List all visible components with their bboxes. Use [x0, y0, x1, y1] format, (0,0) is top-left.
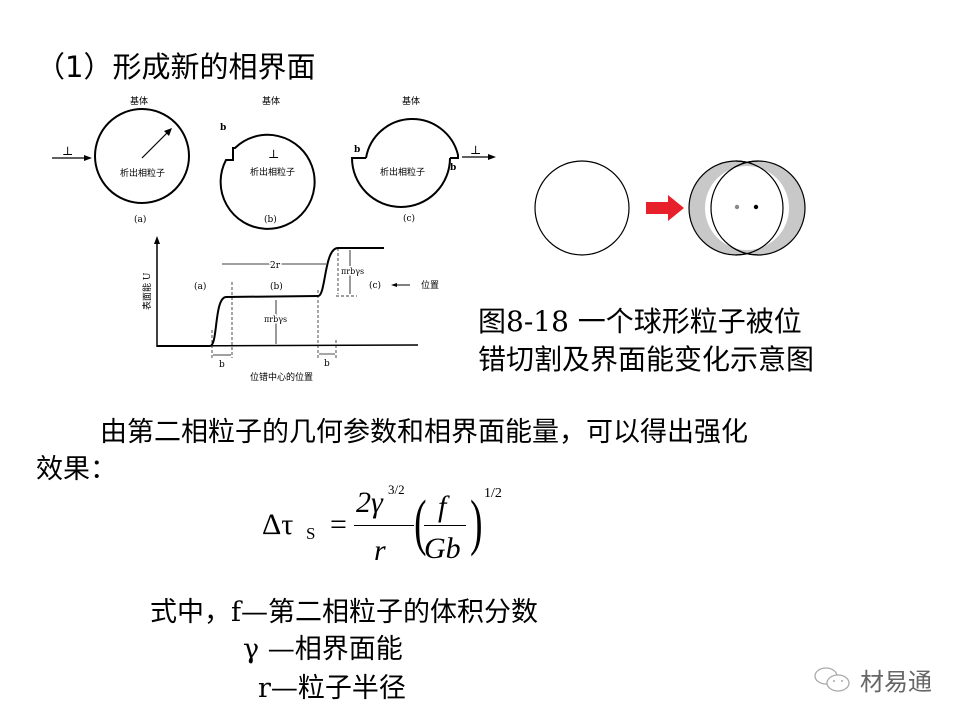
matrix-label: 基体 — [402, 95, 420, 107]
formula-numerator: 2γ — [356, 486, 383, 519]
x-axis-label: 位错中心的位置 — [250, 371, 313, 383]
formula-lhs-sub: S — [306, 524, 316, 543]
dislocation-symbol: ⊥ — [268, 147, 279, 161]
width-2r-label: 2r — [270, 261, 281, 271]
burgers-vector-label: b — [450, 163, 456, 173]
formula-outer-exponent: 1/2 — [484, 486, 502, 501]
position-label: 位置 — [421, 279, 439, 291]
dislocation-symbol: ⊥ — [62, 144, 73, 158]
paragraph-line-2: 效果： — [36, 454, 117, 485]
red-arrow-icon — [646, 195, 684, 221]
sphere-cut-illustration — [534, 160, 806, 256]
formula-equals: = — [330, 508, 347, 541]
formula-inner-numerator: f — [438, 490, 447, 523]
burgers-vector-label: b — [220, 123, 226, 133]
step-energy-label: πrbγs — [264, 315, 287, 324]
formula-numerator-exponent: 3/2 — [388, 482, 405, 497]
region-label: (b) — [270, 281, 283, 292]
formula-inner-denominator: Gb — [424, 532, 461, 565]
legend-r: r—粒子半径 — [258, 673, 406, 704]
watermark: 材易通 — [812, 662, 932, 697]
particle-label: 析出相粒子 — [380, 166, 425, 178]
dislocation-symbol: ⊥ — [470, 143, 481, 157]
panel-label: (a) — [134, 214, 146, 225]
step-energy-label: πrbγs — [341, 267, 364, 276]
matrix-label: 基体 — [262, 95, 280, 107]
panel-label: (c) — [403, 213, 415, 224]
wechat-icon — [814, 666, 850, 692]
legend-gamma: γ —相界面能 — [243, 634, 403, 665]
dislocation-cutting-diagram: 基体 ⊥ 析出相粒子 (a) 基体 b ⊥ 析出相粒子 (b) 基体 b b ⊥… — [52, 95, 806, 383]
strengthening-formula: Δτ S = 2γ 3/2 r ( f Gb ) 1/2 — [262, 482, 502, 567]
paragraph-line-1: 由第二相粒子的几何参数和相界面能量，可以得出强化 — [100, 417, 748, 448]
energy-graph: 2r πrbγs πrbγs (a) (b) (c) 位置 表面能 U 位错中心… — [141, 236, 439, 383]
matrix-label: 基体 — [130, 95, 148, 107]
figure-caption-line-2: 错切割及界面能变化示意图 — [478, 343, 815, 376]
panel-c: 基体 b b ⊥ 析出相粒子 (c) — [350, 95, 496, 224]
formula-denominator: r — [374, 534, 386, 567]
burgers-vector-label: b — [354, 145, 360, 155]
panel-a: 基体 ⊥ 析出相粒子 (a) — [52, 95, 190, 225]
b-label: b — [219, 360, 225, 370]
legend-f: 式中，f—第二相粒子的体积分数 — [150, 597, 538, 628]
particle-label: 析出相粒子 — [120, 167, 165, 179]
slide-title: （1）形成新的相界面 — [36, 50, 316, 84]
particle-label: 析出相粒子 — [250, 166, 295, 178]
figure-caption-line-1: 图8-18 一个球形粒子被位 — [478, 305, 802, 338]
formula-lhs: Δτ — [262, 508, 294, 541]
region-label: (a) — [194, 281, 206, 292]
y-axis-label: 表面能 U — [141, 272, 153, 310]
region-label: (c) — [369, 280, 381, 291]
watermark-text: 材易通 — [860, 668, 932, 696]
b-label: b — [324, 359, 330, 369]
panel-b: 基体 b ⊥ 析出相粒子 (b) — [219, 95, 316, 230]
panel-label: (b) — [264, 214, 277, 225]
